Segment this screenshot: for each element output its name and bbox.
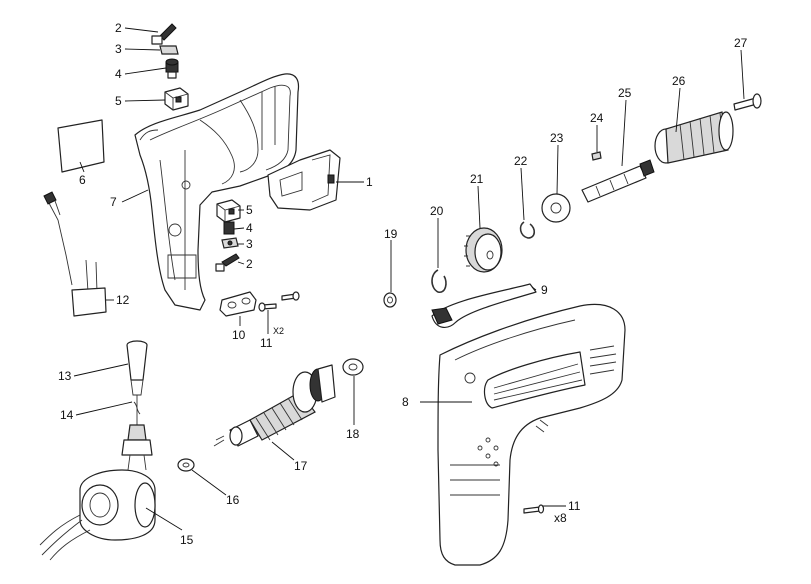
callout-9: 9 (541, 283, 548, 297)
switch-bracket (267, 149, 341, 211)
carbon-brush-top (165, 58, 179, 79)
keyless-chuck (654, 111, 734, 164)
right-housing-half (437, 303, 626, 566)
callout-4: 4 (246, 221, 253, 235)
chuck-screw (733, 93, 762, 111)
callout-14: 14 (60, 408, 74, 422)
suppressor-capacitor (43, 191, 107, 317)
callout-11: 11 (260, 336, 273, 350)
callout-3: 3 (115, 42, 122, 56)
cable-clamp (219, 291, 257, 317)
gearbox-cover (431, 283, 537, 328)
leader-lines (73, 27, 745, 531)
circlip-spindle (519, 221, 536, 239)
armature (213, 364, 336, 447)
callout-24: 24 (590, 111, 604, 125)
callout-6: 6 (79, 173, 86, 187)
callout-2: 2 (246, 257, 253, 271)
cord-guard (126, 340, 148, 396)
callout-12: 12 (116, 293, 130, 307)
callout-13: 13 (58, 369, 72, 383)
spindle-bearing (541, 193, 571, 223)
callout-19: 19 (384, 227, 398, 241)
quantity-x8: x8 (554, 511, 567, 525)
callout-21: 21 (470, 172, 484, 186)
callout-8: 8 (402, 395, 409, 409)
callout-10: 10 (232, 328, 246, 342)
field-stator (39, 469, 156, 561)
contact-plate-mid (221, 237, 239, 249)
callout-25: 25 (618, 86, 632, 100)
callout-3: 3 (246, 237, 253, 251)
callout-22: 22 (514, 154, 528, 168)
spring-mid (215, 253, 240, 272)
callout-4: 4 (115, 67, 122, 81)
spring-brush-holder-top (151, 23, 177, 45)
quantity-x2: X2 (273, 326, 284, 336)
callout-labels: 2 3 4 5 6 7 1 5 4 3 2 12 10 11 13 14 15 … (58, 21, 748, 547)
callout-18: 18 (346, 427, 360, 441)
insulation-sheet (57, 119, 105, 173)
brush-holder-top (164, 87, 189, 111)
callout-16: 16 (226, 493, 240, 507)
callout-27: 27 (734, 36, 748, 50)
callout-5: 5 (115, 94, 122, 108)
callout-7: 7 (110, 195, 117, 209)
carbon-brush-mid (223, 221, 235, 235)
spindle-key (591, 151, 602, 161)
power-plug (121, 395, 153, 471)
brush-holder-mid (216, 199, 241, 223)
circlip-small (431, 269, 447, 293)
callout-20: 20 (430, 204, 444, 218)
housing-screws (258, 291, 300, 312)
callout-11: 11 (568, 499, 581, 513)
callout-2: 2 (115, 21, 122, 35)
body-screws (523, 504, 545, 514)
rear-bearing (177, 458, 195, 472)
callout-17: 17 (294, 459, 308, 473)
bushing (383, 292, 397, 308)
callout-5: 5 (246, 203, 253, 217)
left-housing-half (134, 73, 300, 311)
contact-plate-top (159, 45, 179, 55)
callout-1: 1 (366, 175, 373, 189)
callout-23: 23 (550, 131, 564, 145)
callout-15: 15 (180, 533, 194, 547)
front-bearing (342, 358, 364, 376)
spindle (581, 159, 655, 203)
output-gear (464, 227, 503, 273)
callout-26: 26 (672, 74, 686, 88)
